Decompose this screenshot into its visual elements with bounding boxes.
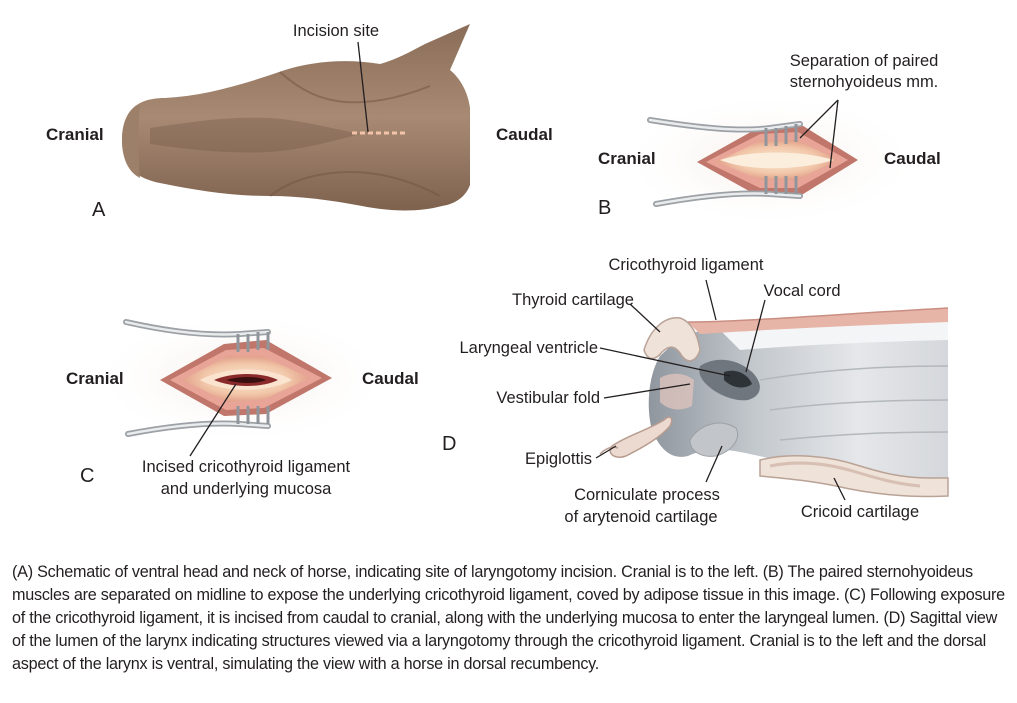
panel-c-letter: C <box>80 465 94 487</box>
incision-leader <box>357 41 369 133</box>
panel-a-cranial-label: Cranial <box>46 125 104 144</box>
vestibular-leader <box>603 383 691 399</box>
panel-b-letter: B <box>598 197 611 219</box>
vestibular-label: Vestibular fold <box>496 389 600 407</box>
panel-a-caudal-label: Caudal <box>496 125 553 144</box>
vocal-cord-leader <box>745 299 766 373</box>
incision-site-label: Incision site <box>293 22 379 40</box>
vocal-cord-label: Vocal cord <box>763 282 840 300</box>
panel-c-illustration <box>102 316 382 440</box>
separation-label-line1: Separation of paired <box>790 52 939 70</box>
separation-leader-lower <box>829 99 839 169</box>
ventricle-leader <box>599 347 731 377</box>
panel-d-illustration <box>599 307 949 498</box>
incised-leader <box>189 383 237 457</box>
panel-c-cranial-label: Cranial <box>66 369 124 388</box>
panel-b-caudal-label: Caudal <box>884 149 941 168</box>
panel-a-letter: A <box>92 199 106 221</box>
epiglottis-label: Epiglottis <box>525 450 592 468</box>
thyroid-leader <box>629 303 661 333</box>
cricoid-label: Cricoid cartilage <box>801 503 919 521</box>
cricothyroid-leader <box>705 279 717 321</box>
incised-label-line1: Incised cricothyroid ligament <box>142 458 351 476</box>
ventricle-label: Laryngeal ventricle <box>460 339 599 357</box>
figure: Incision site Cranial Caudal A Separatio… <box>46 22 949 526</box>
panel-b-cranial-label: Cranial <box>598 149 656 168</box>
corniculate-leader <box>705 445 723 483</box>
separation-label-line2: sternohyoideus mm. <box>790 73 939 91</box>
panel-a-illustration <box>122 24 470 211</box>
corniculate-label-line1: Corniculate process <box>574 486 720 504</box>
incised-label-line2: and underlying mucosa <box>161 480 332 498</box>
thyroid-label: Thyroid cartilage <box>512 291 634 309</box>
corniculate-label-line2: of arytenoid cartilage <box>564 508 717 526</box>
cricoid-leader <box>833 477 846 501</box>
epiglottis-leader <box>595 445 617 459</box>
panel-b-illustration <box>630 98 910 222</box>
panel-c-caudal-label: Caudal <box>362 369 419 388</box>
figure-caption: (A) Schematic of ventral head and neck o… <box>12 563 1005 673</box>
cricothyroid-label: Cricothyroid ligament <box>609 256 764 274</box>
panel-d-letter: D <box>442 433 456 455</box>
separation-leader-upper <box>799 99 839 139</box>
